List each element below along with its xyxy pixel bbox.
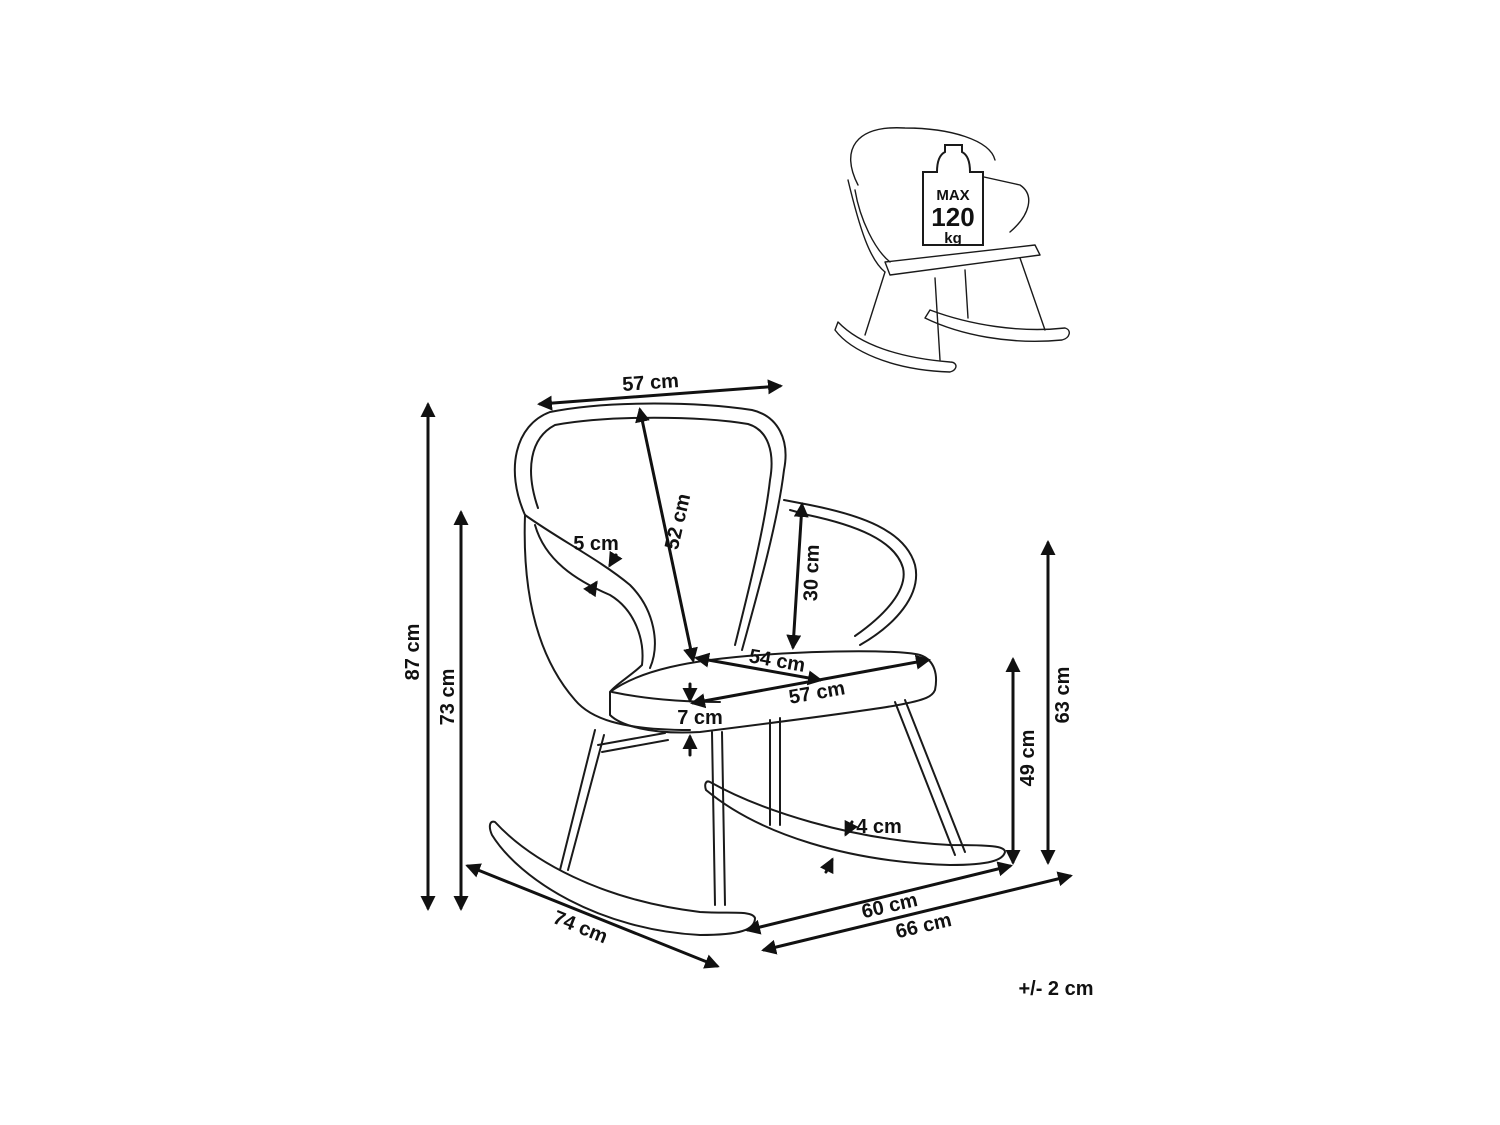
backrest-thickness-arrow-top	[608, 550, 623, 568]
weight-badge-line3: kg	[944, 230, 962, 247]
total-width-arrow	[761, 871, 1073, 955]
seat-width-arrow	[690, 654, 931, 709]
backrest-thickness-label: 5 cm	[573, 533, 619, 555]
small-chair-illustration	[834, 127, 1070, 373]
armrest-height-arrow	[786, 502, 809, 650]
main-chair-illustration	[488, 402, 1006, 936]
back-width-label: 57 cm	[622, 370, 680, 396]
tolerance-label: +/- 2 cm	[1018, 978, 1093, 1000]
runner-thickness-arrow-bottom	[819, 857, 834, 875]
dimension-labels: 57 cm 52 cm 5 cm 30 cm 54 cm 57 cm 7 cm …	[402, 370, 1094, 1000]
total-depth-arrow	[465, 863, 720, 969]
weight-badge-line1: MAX	[936, 187, 969, 204]
armrest-total-height-label: 73 cm	[437, 669, 459, 726]
seat-height-label: 49 cm	[1017, 730, 1039, 787]
back-height-arrow	[635, 407, 698, 663]
seat-width-label: 57 cm	[787, 677, 847, 709]
backrest-thickness-arrow-bottom	[583, 580, 598, 598]
total-height-label: 87 cm	[402, 624, 424, 681]
back-width-arrow	[537, 379, 783, 411]
total-depth-label: 74 cm	[550, 907, 611, 949]
armrest-floor-height-label: 63 cm	[1052, 667, 1074, 724]
weight-badge: MAX 120 kg	[922, 144, 984, 247]
weight-badge-line2: 120	[931, 202, 974, 232]
seat-depth-label: 54 cm	[747, 645, 807, 677]
back-height-label: 52 cm	[661, 492, 695, 552]
seat-thickness-label: 7 cm	[677, 707, 723, 729]
armrest-height-label: 30 cm	[800, 544, 824, 601]
runner-thickness-arrow-top	[844, 819, 859, 837]
runner-thickness-label: 4 cm	[856, 816, 902, 838]
dimension-arrows	[420, 379, 1073, 969]
